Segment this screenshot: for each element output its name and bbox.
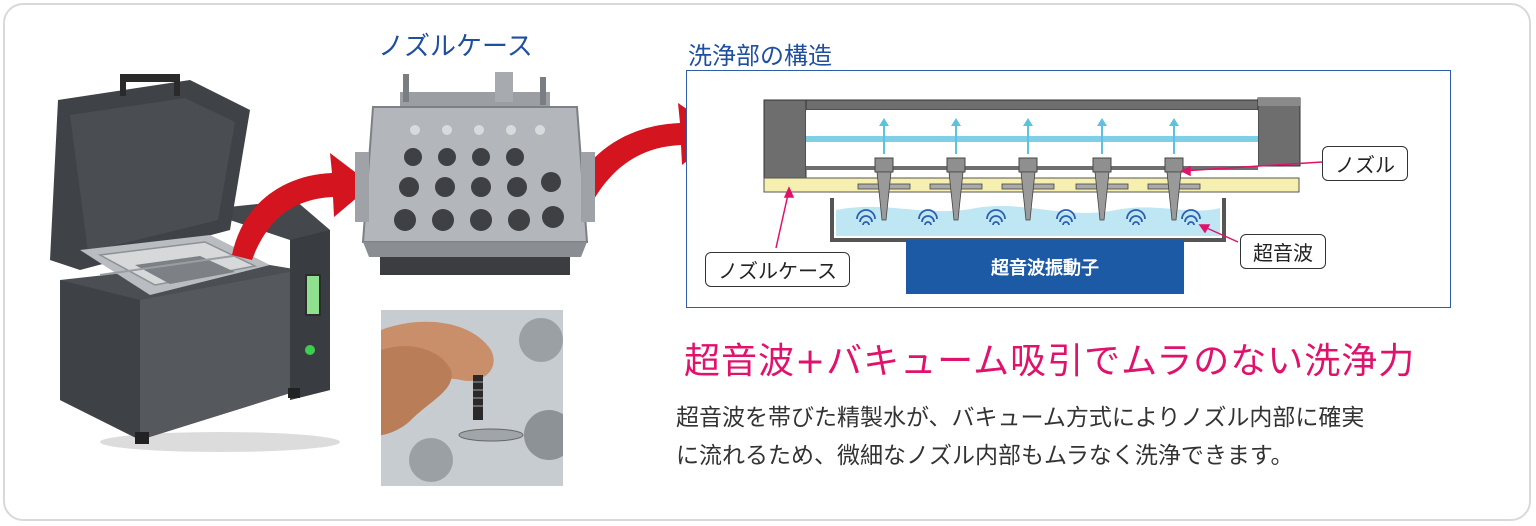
arrow-to-structure [565, 103, 722, 210]
nozzle-case-image [355, 72, 595, 275]
nozzle-group [857, 118, 1201, 221]
description-line-2: に流れるため、微細なノズル内部もムラなく洗浄できます。 [676, 443, 1294, 469]
vacuum-chamber-right-block [1257, 97, 1301, 167]
callout-nozzle-case: ノズルケース [705, 252, 850, 287]
headline: 超音波+バキューム吸引でムラのない洗浄力 [684, 341, 1416, 382]
ultrasonic-transducer [906, 240, 1184, 294]
description-line-1: 超音波を帯びた精製水が、バキューム方式によりノズル内部に確実 [676, 405, 1365, 431]
nozzle-handling-photo [381, 310, 563, 486]
callout-ultrasonic: 超音波 [1240, 234, 1326, 269]
arrow-to-nozzle-case [232, 153, 372, 260]
structure-diagram [763, 97, 1323, 294]
callout-nozzle: ノズル [1322, 146, 1408, 181]
nozzle-case-title: ノズルケース [378, 32, 533, 62]
vacuum-chamber-left-wall [763, 99, 807, 181]
transducer-label: 超音波振動子 [991, 258, 1099, 279]
ultrasonic-wave-icons [856, 209, 1201, 226]
cleaning-machine-image [50, 74, 340, 452]
vacuum-chamber-top [763, 99, 1300, 111]
structure-title: 洗浄部の構造 [688, 42, 832, 70]
